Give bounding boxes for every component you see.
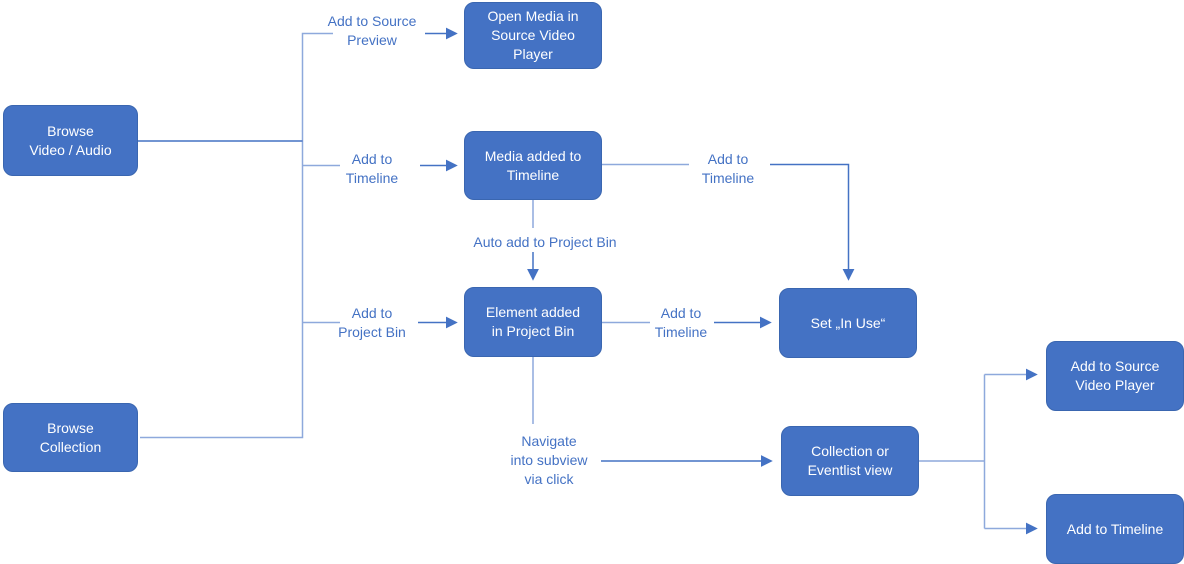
- edge-label-navigate-into-subview: Navigate into subview via click: [510, 433, 588, 487]
- node-browse-video-audio: Browse Video / Audio: [3, 105, 138, 176]
- node-media-added-timeline: Media added to Timeline: [464, 131, 602, 200]
- node-open-media-source-player: Open Media in Source Video Player: [464, 2, 602, 69]
- edge-label-add-to-source-preview: Add to Source Preview: [327, 13, 417, 48]
- node-add-to-source-video-player: Add to Source Video Player: [1046, 341, 1184, 411]
- connector-collection-split: [919, 374, 986, 529]
- connector-trunk: [140, 32, 333, 439]
- edge-label-add-to-timeline-left: Add to Timeline: [345, 151, 399, 186]
- edge-label-add-to-timeline-top: Add to Timeline: [701, 151, 755, 186]
- arrow-media-to-set-in-use: [770, 163, 855, 281]
- node-collection-eventlist-view: Collection or Eventlist view: [781, 426, 919, 496]
- edge-label-add-to-timeline-mid: Add to Timeline: [654, 305, 708, 340]
- node-element-added-project-bin: Element added in Project Bin: [464, 287, 602, 357]
- edge-label-auto-add-to-project-bin: Auto add to Project Bin: [473, 234, 617, 250]
- node-browse-collection: Browse Collection: [3, 403, 138, 472]
- node-add-to-timeline: Add to Timeline: [1046, 494, 1184, 564]
- edge-label-add-to-project-bin: Add to Project Bin: [338, 305, 406, 340]
- node-set-in-use: Set „In Use“: [779, 288, 917, 358]
